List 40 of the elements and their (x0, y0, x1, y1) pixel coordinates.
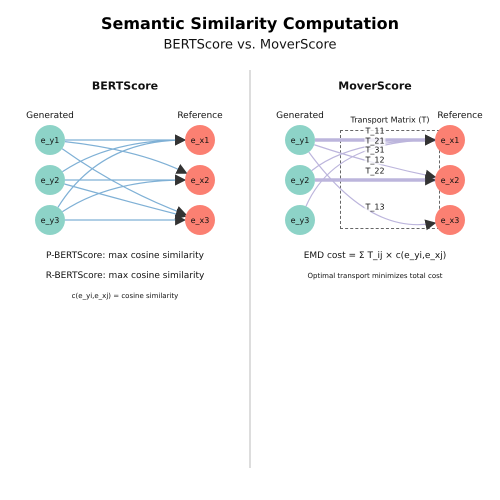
arrow (314, 144, 436, 180)
text-label: P-BERTScore: max cosine similarity (46, 251, 204, 261)
token-circle: e_x2 (185, 165, 215, 195)
edge-label: T_31 (364, 146, 386, 154)
text-label: Reference (177, 111, 223, 121)
token-circle: e_x1 (435, 125, 465, 155)
edge-label: T_12 (364, 156, 386, 164)
text-label: R-BERTScore: max cosine similarity (46, 271, 204, 281)
token-circle: e_y3 (35, 205, 65, 235)
text-label: EMD cost = Σ T_ij × c(e_yi,e_xj) (304, 251, 446, 261)
token-circle: e_y1 (35, 125, 65, 155)
token-circle: e_y2 (35, 165, 65, 195)
arrow (64, 183, 187, 220)
edge-label: T_22 (364, 166, 386, 176)
text-label: Generated (276, 111, 324, 121)
edge-label: T_13 (364, 202, 386, 212)
arrow (64, 141, 188, 174)
text-label: BERTScore vs. MoverScore (163, 38, 337, 52)
arrow (65, 214, 186, 226)
text-label: MoverScore (338, 80, 412, 92)
text-label: BERTScore (92, 80, 158, 92)
token-circle: e_y2 (285, 165, 315, 195)
token-circle: e_y3 (285, 205, 315, 235)
arrow (62, 148, 187, 216)
token-circle: e_y1 (285, 125, 315, 155)
edge-label: T_11 (364, 126, 386, 136)
title: Semantic Similarity Computation (100, 14, 400, 33)
arrow (315, 174, 436, 186)
token-circle: e_x3 (435, 205, 465, 235)
text-label: Reference (437, 111, 483, 121)
token-circle: e_x2 (435, 165, 465, 195)
token-circle: e_x1 (185, 125, 215, 155)
text-label: Generated (26, 111, 74, 121)
arrow (308, 152, 436, 230)
arrow (305, 134, 436, 207)
arrow (57, 134, 186, 208)
token-circle: e_x3 (185, 205, 215, 235)
arrow (62, 174, 186, 212)
edge-label: T_21 (364, 136, 386, 146)
text-label: Transport Matrix (T) (350, 116, 430, 124)
